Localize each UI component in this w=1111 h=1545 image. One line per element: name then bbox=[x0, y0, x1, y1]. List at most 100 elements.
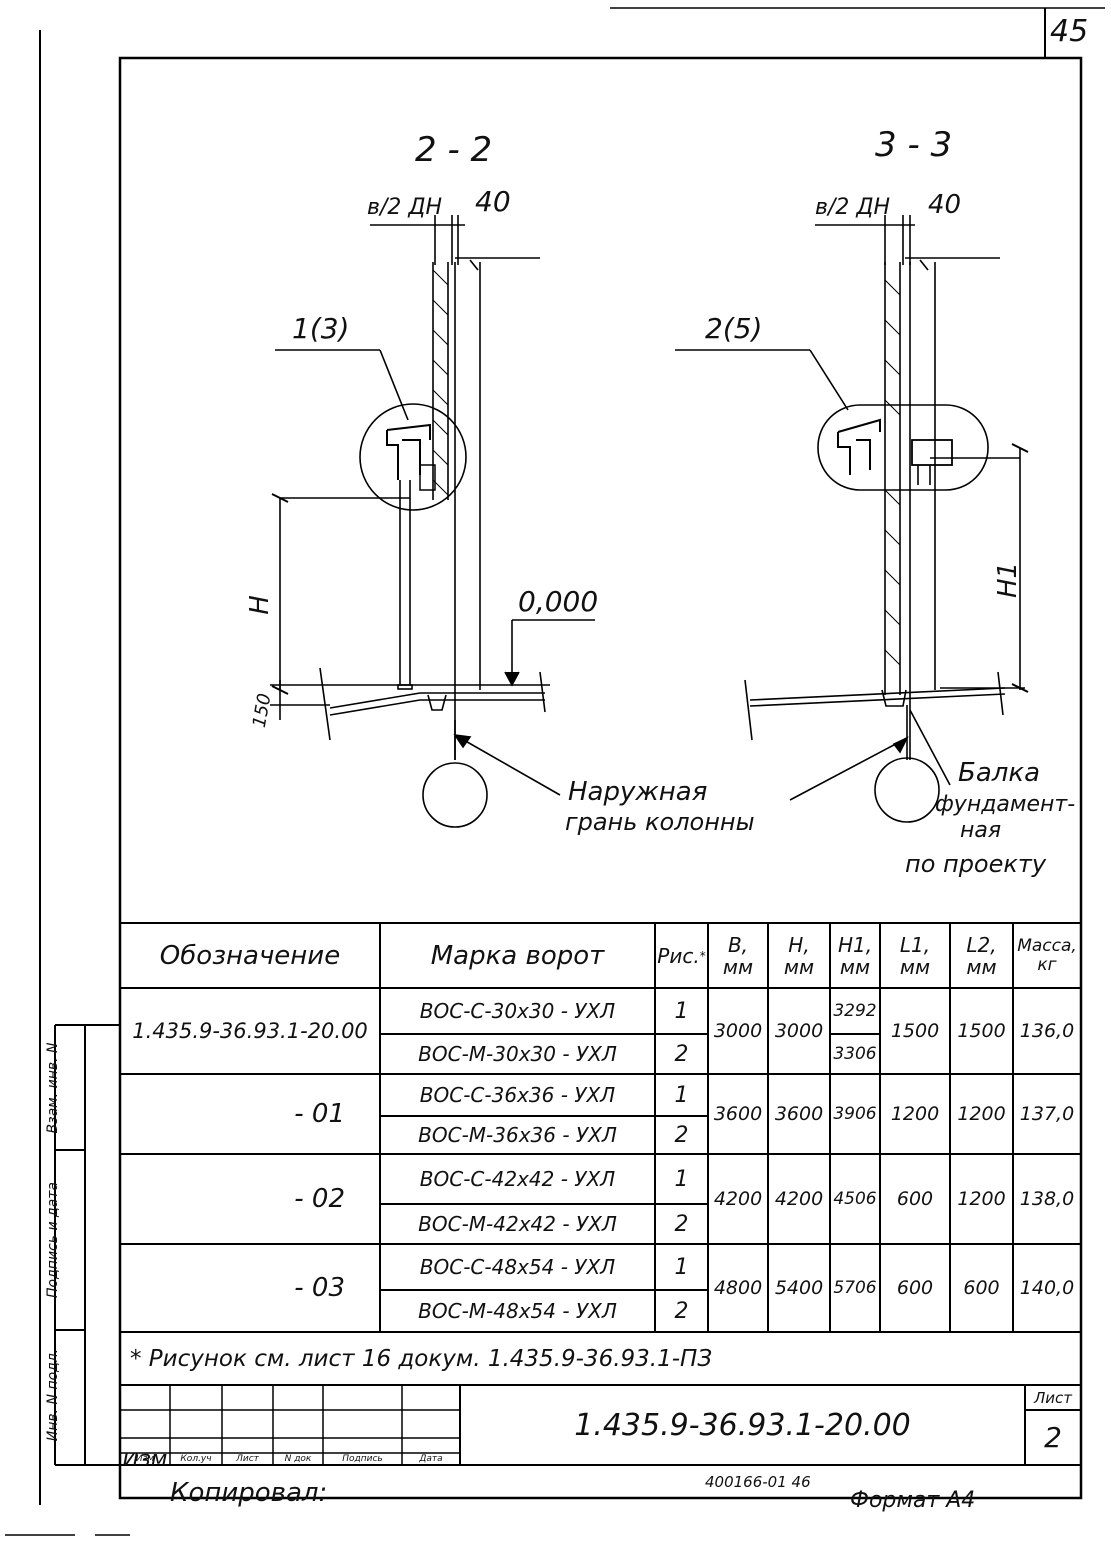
row-mark: ВОС-М-36х36 - УХЛ bbox=[418, 1123, 617, 1147]
header-b-unit: мм bbox=[722, 954, 754, 979]
header-l2-unit: мм bbox=[966, 954, 997, 979]
format-label: Формат А4 bbox=[850, 1488, 976, 1513]
copied-by: Копировал: bbox=[170, 1478, 328, 1508]
stamp-replace-inv: Взам. инв. N bbox=[45, 1042, 61, 1134]
group-l1: 1500 bbox=[890, 1020, 940, 1042]
header-mass-unit: кг bbox=[1037, 954, 1057, 975]
row-mark: ВОС-М-48х54 - УХЛ bbox=[418, 1299, 617, 1323]
row-h1: 3292 bbox=[833, 1001, 877, 1021]
group-h: 3000 bbox=[774, 1020, 824, 1042]
header-l1-label: L1, bbox=[899, 932, 931, 957]
group-designation: - 02 bbox=[294, 1184, 345, 1214]
view-3-3-dim-h1: H1 bbox=[993, 561, 1024, 599]
row-mark: ВОС-С-30х30 - УХЛ bbox=[419, 999, 616, 1023]
header-h1-unit: мм bbox=[839, 954, 871, 979]
header-b-label: В, bbox=[727, 932, 749, 957]
group-l2: 600 bbox=[963, 1277, 1000, 1299]
title-col-date: Дата bbox=[419, 1454, 443, 1464]
sheet-label: Лист bbox=[1033, 1388, 1072, 1407]
view-3-3 bbox=[675, 215, 1029, 823]
header-h: Н,мм bbox=[768, 923, 830, 988]
stamp-inv-orig: Инв. N подл. bbox=[45, 1348, 61, 1442]
note-beam-2: фундамент- bbox=[935, 792, 1076, 817]
header-mass-label: Масса, bbox=[1017, 935, 1077, 956]
row-fig: 1 bbox=[674, 1082, 689, 1108]
stamp-sign-date: Подпись и дата bbox=[45, 1182, 61, 1298]
header-b: В,мм bbox=[708, 923, 768, 988]
note-outer-face-1: Наружная bbox=[568, 777, 708, 807]
view-3-3-dim-40: 40 bbox=[928, 190, 962, 220]
sheet-value: 2 bbox=[1044, 1421, 1062, 1454]
view-2-2-title: 2 - 2 bbox=[415, 130, 493, 170]
group-h1: 3906 bbox=[833, 1104, 877, 1124]
row-mark: ВОС-С-42х42 - УХЛ bbox=[419, 1167, 616, 1191]
table-grid bbox=[5, 922, 1081, 1536]
header-l2: L2,мм bbox=[950, 923, 1013, 988]
row-mark: ВОС-М-42х42 - УХЛ bbox=[418, 1212, 617, 1236]
view-3-3-dim-b: в/2 ДН bbox=[815, 195, 891, 220]
row-fig: 2 bbox=[674, 1122, 689, 1148]
view-2-2-dim-h: H bbox=[244, 595, 275, 615]
row-mark: ВОС-С-48х54 - УХЛ bbox=[419, 1255, 616, 1279]
view-3-3-title: 3 - 3 bbox=[875, 125, 953, 165]
view-2-2-elevation: 0,000 bbox=[518, 585, 599, 618]
group-l1: 1200 bbox=[890, 1103, 940, 1125]
group-b: 3000 bbox=[713, 1020, 763, 1042]
header-designation: Обозначение bbox=[159, 940, 341, 971]
note-beam-3: ная bbox=[960, 818, 1002, 843]
header-mass: Масса,кг bbox=[1013, 923, 1081, 988]
group-b: 4200 bbox=[713, 1188, 763, 1210]
title-col-list: Лист bbox=[236, 1454, 259, 1464]
header-l1-unit: мм bbox=[899, 954, 931, 979]
group-designation: - 01 bbox=[294, 1099, 345, 1129]
view-2-2 bbox=[270, 215, 595, 828]
note-outer-face-2: грань колонны bbox=[565, 808, 755, 836]
row-fig: 2 bbox=[674, 1041, 689, 1067]
view-2-2-callout: 1(3) bbox=[292, 312, 350, 345]
row-h1: 3306 bbox=[833, 1044, 877, 1064]
view-3-3-callout: 2(5) bbox=[705, 312, 763, 345]
group-h: 4200 bbox=[774, 1188, 824, 1210]
archive-code: 400166-01 46 bbox=[705, 1473, 811, 1491]
group-h: 5400 bbox=[774, 1277, 824, 1299]
header-h1: Н1,мм bbox=[830, 923, 880, 988]
group-l1: 600 bbox=[896, 1277, 934, 1299]
header-fig-mark: * bbox=[699, 948, 706, 963]
row-fig: 2 bbox=[674, 1211, 689, 1237]
group-l2: 1500 bbox=[957, 1020, 1006, 1042]
document-code: 1.435.9-36.93.1-20.00 bbox=[574, 1407, 911, 1443]
row-fig: 1 bbox=[674, 1166, 689, 1192]
group-h1: 4506 bbox=[833, 1189, 877, 1209]
group-mass: 138,0 bbox=[1019, 1188, 1075, 1210]
group-mass: 136,0 bbox=[1019, 1020, 1075, 1042]
row-fig: 1 bbox=[674, 998, 689, 1024]
header-fig-label: Рис. bbox=[657, 943, 700, 968]
group-l2: 1200 bbox=[957, 1188, 1006, 1210]
title-col-izm: Изм bbox=[135, 1454, 155, 1464]
row-fig: 2 bbox=[674, 1298, 689, 1324]
row-fig: 1 bbox=[674, 1254, 689, 1280]
sheet-number: 45 bbox=[1050, 14, 1089, 49]
group-h1: 5706 bbox=[833, 1278, 877, 1298]
group-h: 3600 bbox=[774, 1103, 824, 1125]
note-beam-4: по проекту bbox=[905, 850, 1047, 878]
group-designation: - 03 bbox=[294, 1273, 345, 1303]
title-col-ndoc: N док bbox=[284, 1454, 312, 1464]
header-h-label: Н, bbox=[788, 932, 810, 957]
title-col-sign: Подпись bbox=[342, 1454, 383, 1464]
group-b: 3600 bbox=[713, 1103, 763, 1125]
group-mass: 140,0 bbox=[1019, 1277, 1075, 1299]
note-beam-1: Балка bbox=[958, 758, 1041, 788]
row-mark: ВОС-С-36х36 - УХЛ bbox=[419, 1083, 616, 1107]
header-l1: L1,мм bbox=[880, 923, 950, 988]
header-l2-label: L2, bbox=[966, 932, 997, 957]
group-l2: 1200 bbox=[957, 1103, 1006, 1125]
table-footnote: * Рисунок см. лист 16 докум. 1.435.9-36.… bbox=[130, 1345, 713, 1372]
group-mass: 137,0 bbox=[1019, 1103, 1075, 1125]
view-2-2-dim-b: в/2 ДН bbox=[367, 195, 443, 220]
title-col-kol: Кол.уч bbox=[180, 1454, 212, 1464]
group-designation: 1.435.9-36.93.1-20.00 bbox=[132, 1019, 368, 1043]
group-b: 4800 bbox=[713, 1277, 763, 1299]
title-col: Изм bbox=[120, 1453, 170, 1465]
